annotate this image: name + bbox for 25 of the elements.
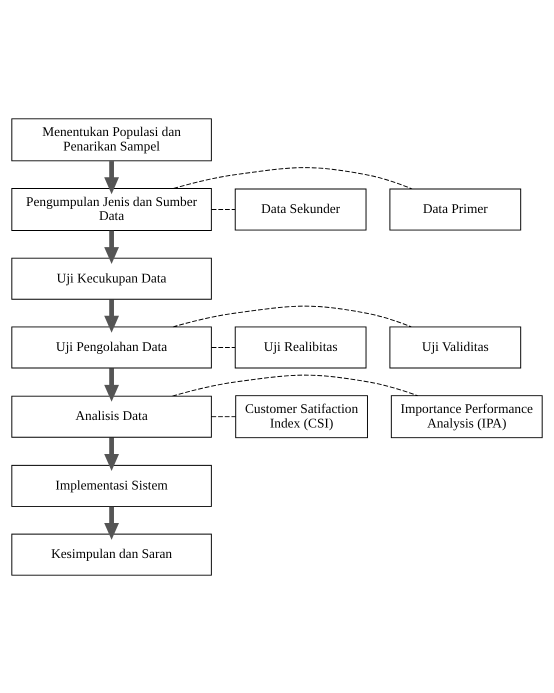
node-box: Uji Pengolahan Data: [11, 326, 212, 368]
connector: [173, 166, 413, 189]
node-box: Uji Validitas: [389, 326, 522, 368]
node-box: Data Sekunder: [234, 188, 366, 230]
arrow: [104, 368, 119, 402]
node-box: Data Primer: [389, 188, 522, 230]
connector: [211, 208, 236, 210]
arrow: [104, 436, 119, 470]
node-box: Analisis Data: [11, 395, 212, 438]
node-box: Importance Performance Analysis (IPA): [390, 394, 543, 438]
connector: [172, 374, 418, 396]
arrow: [104, 160, 119, 194]
node-box: Customer Satifaction Index (CSI): [235, 394, 368, 438]
node-box: Uji Kecukupan Data: [11, 257, 212, 300]
arrow: [104, 298, 119, 332]
node-box: Implementasi Sistem: [11, 464, 212, 506]
node-box: Pengumpulan Jenis dan Sumber Data: [11, 188, 212, 230]
node-box: Uji Realibitas: [234, 326, 366, 368]
arrow: [104, 230, 119, 264]
node-box: Menentukan Populasi dan Penarikan Sampel: [11, 118, 212, 161]
connector: [211, 346, 236, 348]
connector: [172, 305, 412, 327]
node-box: Kesimpulan dan Saran: [11, 533, 212, 576]
arrow: [104, 506, 119, 540]
connector: [210, 416, 236, 417]
